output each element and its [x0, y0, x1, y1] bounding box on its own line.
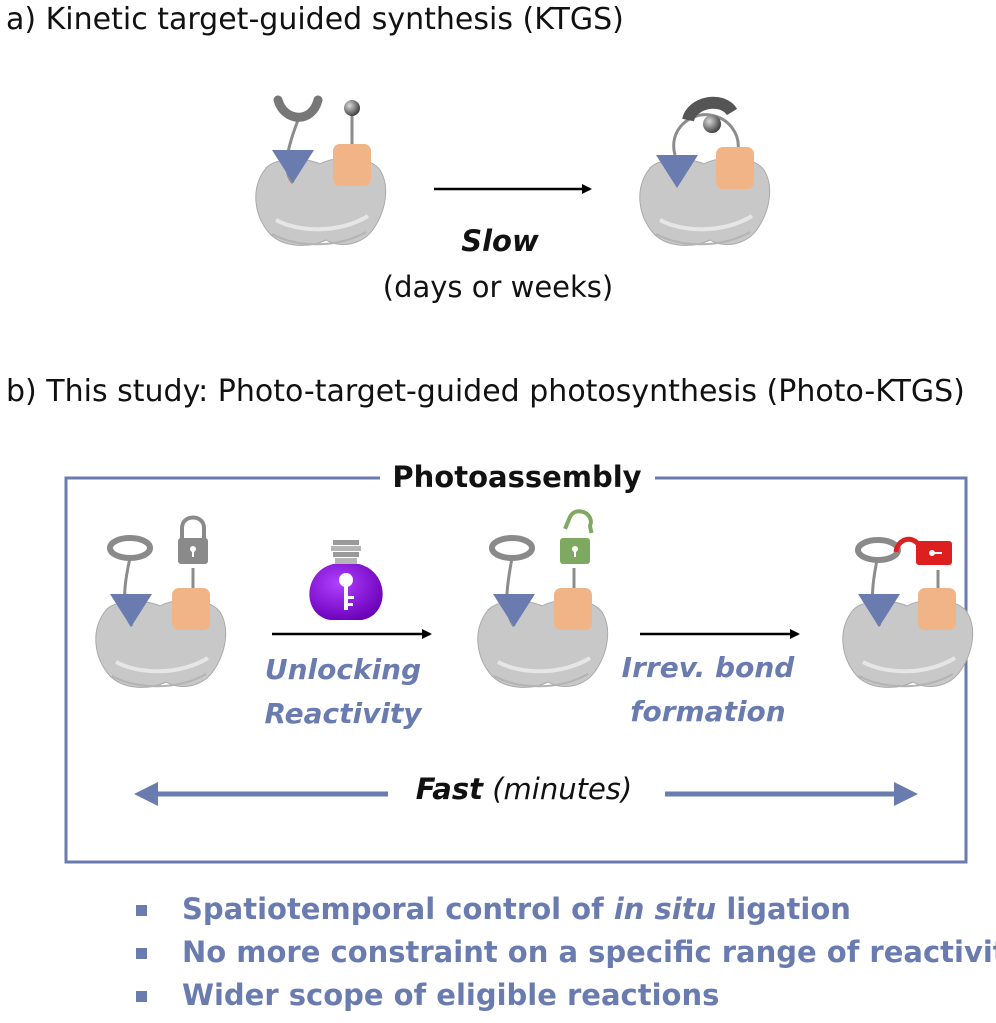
ring-reagent	[489, 535, 535, 561]
bullet-marker	[136, 948, 147, 959]
orange-square-ligand	[172, 588, 210, 630]
bullet-marker	[136, 905, 147, 916]
linked-bridge	[672, 113, 740, 156]
reactive-ball	[344, 100, 360, 116]
fast-double-arrow	[134, 782, 918, 806]
ring-reagent	[855, 537, 901, 563]
lock-shackle-open	[563, 509, 594, 534]
lock-shackle	[180, 515, 206, 540]
red-shackle	[893, 536, 920, 553]
bullet-item-2: No more constraint on a specific range o…	[182, 935, 996, 969]
unlocking-line1: Unlocking	[264, 653, 422, 686]
box-title: Photoassembly	[392, 460, 642, 494]
unlocked-complex	[475, 509, 610, 690]
ktgs-product-complex	[637, 96, 772, 248]
orange-square-ligand	[333, 144, 371, 186]
orange-square-ligand	[554, 588, 592, 630]
bond-line1: Irrev. bond	[621, 651, 795, 684]
unlocking-line2: Reactivity	[264, 697, 422, 730]
blue-triangle-ligand	[493, 594, 535, 627]
box-title-mask	[380, 464, 655, 496]
ktgs-reactant-complex	[253, 95, 388, 248]
key-head	[339, 573, 353, 587]
linked-complex	[840, 536, 975, 690]
panel-b-heading: b) This study: Photo-target-guided photo…	[6, 374, 965, 409]
blue-triangle-ligand	[272, 150, 314, 183]
bond-formation-label: Irrev. bond formation	[622, 646, 795, 734]
bullet-marker	[136, 991, 147, 1002]
unlocking-reactivity-label: Unlocking Reactivity	[264, 648, 421, 736]
light-bulb-key-icon	[309, 540, 383, 620]
bullet-1-text: Spatiotemporal control of	[182, 892, 614, 926]
time-label: (days or weeks)	[382, 270, 614, 304]
bullet-1-italic: in situ	[613, 892, 717, 926]
slow-label: Slow	[461, 224, 539, 258]
speed-label: Fast (minutes)	[416, 772, 632, 806]
locked-complex	[93, 515, 228, 690]
bullet-1-text-end: ligation	[716, 892, 851, 926]
bullet-item-1: Spatiotemporal control of in situ ligati…	[182, 892, 851, 926]
clamp-shape	[273, 95, 323, 122]
blue-triangle-ligand	[858, 594, 900, 627]
blue-triangle-ligand	[110, 594, 152, 627]
blue-triangle-ligand	[656, 155, 698, 188]
bullet-item-3: Wider scope of eligible reactions	[182, 978, 720, 1012]
minutes-word: (minutes)	[482, 772, 633, 806]
panel-a-heading: a) Kinetic target-guided synthesis (KTGS…	[6, 2, 624, 37]
bound-ball	[703, 115, 721, 133]
key-shaft	[344, 584, 348, 610]
bond-line2: formation	[630, 695, 786, 728]
fast-word: Fast	[415, 772, 483, 806]
orange-square-ligand	[716, 147, 754, 189]
clamp-closed	[682, 96, 738, 123]
ring-reagent	[107, 535, 153, 561]
orange-square-ligand	[918, 588, 956, 630]
